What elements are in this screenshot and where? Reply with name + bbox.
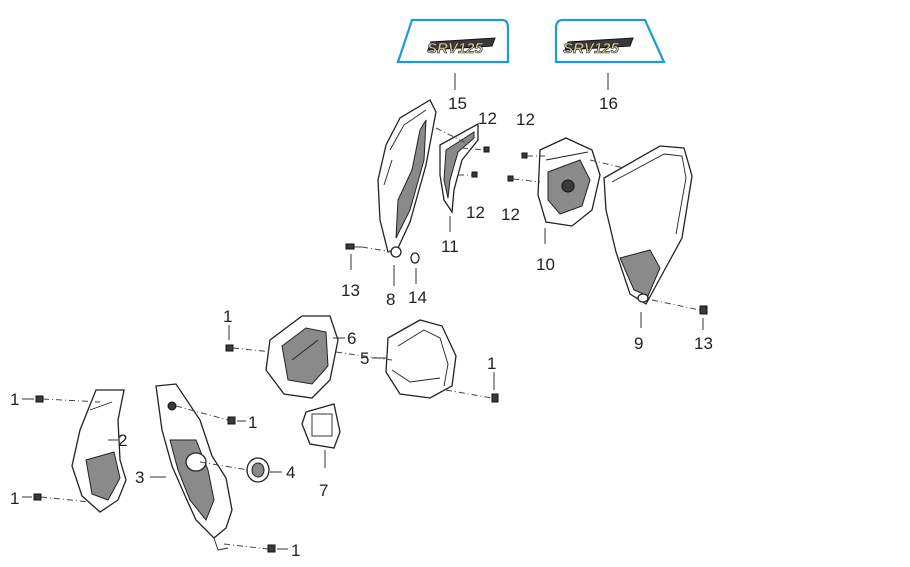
callout-13-right: 13 [694,334,713,353]
screw-1-part3-upper: 1 [175,405,257,432]
decal-16: SRV125 16 [554,18,666,113]
callout-6: 6 [347,329,356,348]
part-7-plate: 7 [301,403,341,500]
washer-14: 14 [408,252,427,307]
callout-9: 9 [634,334,643,353]
callout-16: 16 [599,94,618,113]
callout-12-right-lower: 12 [501,205,520,224]
centerline-9 [589,159,625,169]
callout-15: 15 [448,94,467,113]
callout-8: 8 [386,290,395,309]
callout-3: 3 [135,468,144,487]
screw-1-part5: 1 [445,354,499,403]
centerline-11 [435,127,471,146]
screw-13-right: 13 [651,299,713,353]
screw-13-left: 13 [341,243,393,300]
callout-11: 11 [441,237,459,256]
part-10-headlight: 10 [536,137,601,274]
part-4-grommet: 4 [246,457,295,483]
screw-12-right-lower: 12 [501,175,541,224]
callout-2: 2 [118,431,127,450]
callout-12-right-upper: 12 [516,110,535,129]
centerline-5 [335,351,393,361]
callout-12-lower: 12 [466,203,485,222]
callout-1-part3-upper: 1 [248,413,257,432]
decal-16-text: SRV125 [563,40,620,57]
screw-12-upper: 12 [461,109,497,153]
screw-1-part6: 1 [223,307,273,353]
callout-12-upper: 12 [478,109,497,128]
part-8-cover: 8 [377,99,437,309]
part-6-frame: 6 [265,315,356,399]
callout-1-part2-lower: 1 [10,489,19,508]
callout-5: 5 [360,349,369,368]
callout-4: 4 [286,463,295,482]
decal-15: SRV125 15 [396,18,510,113]
screw-1-part2-upper: 1 [10,390,101,409]
callout-1-part2-upper: 1 [10,390,19,409]
centerline-4 [199,461,249,471]
callout-1-part3-lower: 1 [291,541,300,560]
screw-1-part3-lower: 1 [223,541,300,560]
part-3-inner-panel: 3 [135,383,233,551]
decal-15-text: SRV125 [427,40,484,57]
screw-12-right-upper: 12 [516,110,545,159]
callout-1-part5: 1 [487,354,496,373]
callout-10: 10 [536,255,555,274]
part-11-bracket: 11 [439,122,479,256]
screw-1-part2-lower: 1 [10,489,91,508]
part-9-front-panel: 9 [603,145,693,353]
screw-12-lower: 12 [458,171,485,222]
part-5-cover: 5 [360,319,457,399]
callout-1-part6: 1 [223,307,232,326]
callout-7: 7 [319,481,328,500]
callout-13-left: 13 [341,281,360,300]
part-2-outer-panel: 2 [71,389,127,513]
callout-14: 14 [408,288,427,307]
